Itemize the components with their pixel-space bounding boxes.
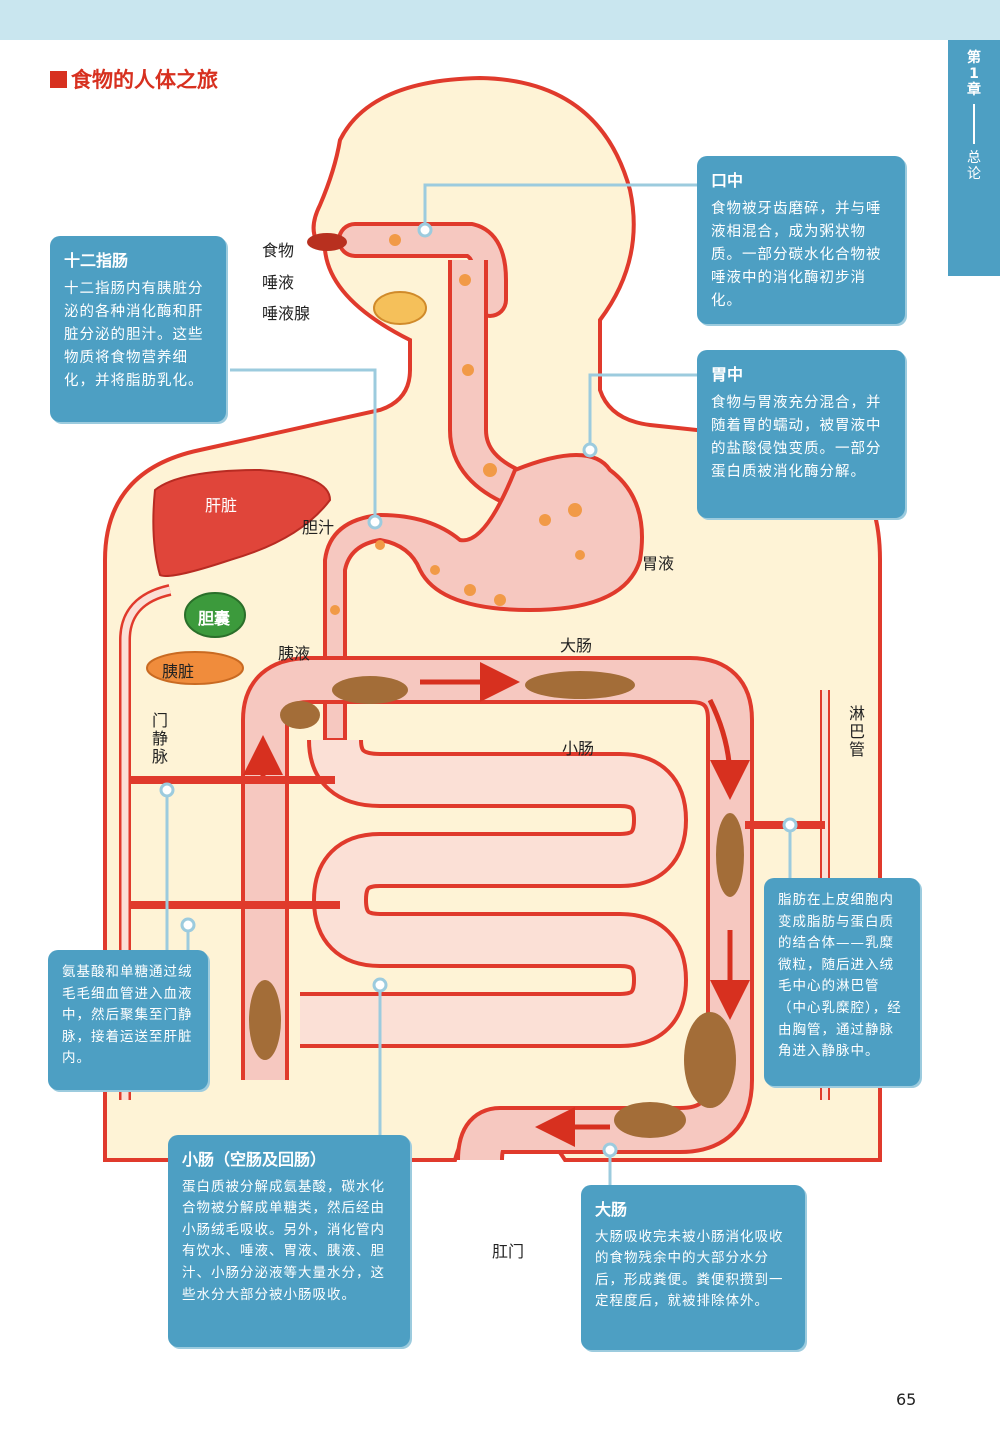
label-bile: 胆汁: [302, 518, 335, 537]
label-gastric-juice: 胃液: [642, 554, 675, 573]
box-text: 十二指肠内有胰脏分泌的各种消化酶和肝脏分泌的胆汁。这些物质将食物营养细化，并将脂…: [64, 280, 204, 390]
box-text: 食物被牙齿磨碎，并与唾液相混合，成为粥状物质。一部分碳水化合物被唾液中的消化酶初…: [711, 200, 882, 310]
box-heading: 胃中: [711, 365, 744, 384]
page-number: 65: [896, 1390, 917, 1409]
stool: [684, 1012, 736, 1108]
label-gallbladder: 胆囊: [198, 609, 231, 628]
label-lymph-duct: 淋巴管: [846, 705, 865, 759]
chapter-tab[interactable]: 第1章 总论: [948, 40, 1000, 276]
info-box-duodenum: 十二指肠 十二指肠内有胰脏分泌的各种消化酶和肝脏分泌的胆汁。这些物质将食物营养细…: [50, 236, 226, 422]
page-title: 食物的人体之旅: [50, 64, 218, 94]
box-heading: 大肠: [595, 1200, 628, 1219]
top-color-band: [0, 0, 1000, 40]
stool: [525, 671, 635, 699]
flow-arrow-icon: [707, 698, 750, 800]
box-heading: 小肠（空肠及回肠）: [182, 1150, 327, 1169]
stool: [332, 676, 408, 704]
stool: [249, 980, 281, 1060]
label-pancreas: 胰脏: [162, 662, 195, 681]
chapter-divider: [973, 104, 975, 145]
stomach: [323, 453, 644, 742]
box-text: 大肠吸收完未被小肠消化吸收的食物残余中的大部分水分后，形成粪便。粪便积攒到一定程…: [595, 1228, 784, 1310]
label-small-intestine: 小肠: [562, 739, 595, 758]
info-box-amino-acid: 氨基酸和单糖通过绒毛毛细血管进入血液中，然后聚集至门静脉，接着运送至肝脏内。: [48, 950, 208, 1090]
info-box-large-intestine: 大肠 大肠吸收完未被小肠消化吸收的食物残余中的大部分水分后，形成粪便。粪便积攒到…: [581, 1185, 805, 1350]
info-box-fat-absorption: 脂肪在上皮细胞内变成脂肪与蛋白质的结合体——乳糜微粒，随后进入绒毛中心的淋巴管（…: [764, 878, 920, 1086]
box-text: 氨基酸和单糖通过绒毛毛细血管进入血液中，然后聚集至门静脉，接着运送至肝脏内。: [62, 964, 193, 1067]
label-large-intestine: 大肠: [560, 636, 593, 655]
box-text: 食物与胃液充分混合，并随着胃的蠕动，被胃液中的盐酸侵蚀变质。一部分蛋白质被消化酶…: [711, 394, 882, 481]
label-salivary-gland: 唾液腺: [262, 304, 311, 323]
liver: [152, 468, 332, 577]
box-text: 蛋白质被分解成氨基酸，碳水化合物被分解成单糖类，然后经由小肠绒毛吸收。另外，消化…: [182, 1178, 385, 1303]
box-heading: 口中: [711, 171, 744, 190]
box-heading: 十二指肠: [64, 251, 129, 270]
label-food: 食物: [262, 241, 295, 260]
salivary-gland: [373, 291, 427, 325]
body-silhouette: [103, 75, 882, 1162]
info-box-mouth: 口中 食物被牙齿磨碎，并与唾液相混合，成为粥状物质。一部分碳水化合物被唾液中的消…: [697, 156, 905, 324]
stool: [716, 813, 744, 897]
label-portal-vein: 门静脉: [149, 712, 168, 766]
title-text: 食物的人体之旅: [71, 68, 218, 92]
label-liver: 肝脏: [205, 496, 238, 515]
food-bolus: [307, 233, 347, 251]
title-square-icon: [50, 70, 67, 88]
stool: [614, 1102, 686, 1138]
label-pancreatic-juice: 胰液: [278, 644, 311, 663]
info-box-stomach: 胃中 食物与胃液充分混合，并随着胃的蠕动，被胃液中的盐酸侵蚀变质。一部分蛋白质被…: [697, 350, 905, 518]
food-particles: [330, 234, 585, 615]
label-anus: 肛门: [492, 1242, 525, 1261]
stool: [280, 701, 320, 729]
chapter-number: 第1章: [967, 50, 981, 99]
gallbladder: [184, 592, 246, 638]
box-text: 脂肪在上皮细胞内变成脂肪与蛋白质的结合体——乳糜微粒，随后进入绒毛中心的淋巴管（…: [778, 892, 902, 1060]
info-box-small-intestine: 小肠（空肠及回肠） 蛋白质被分解成氨基酸，碳水化合物被分解成单糖类，然后经由小肠…: [168, 1135, 410, 1347]
label-saliva: 唾液: [262, 273, 295, 292]
chapter-subtitle: 总论: [967, 150, 981, 183]
pancreas: [146, 651, 244, 685]
